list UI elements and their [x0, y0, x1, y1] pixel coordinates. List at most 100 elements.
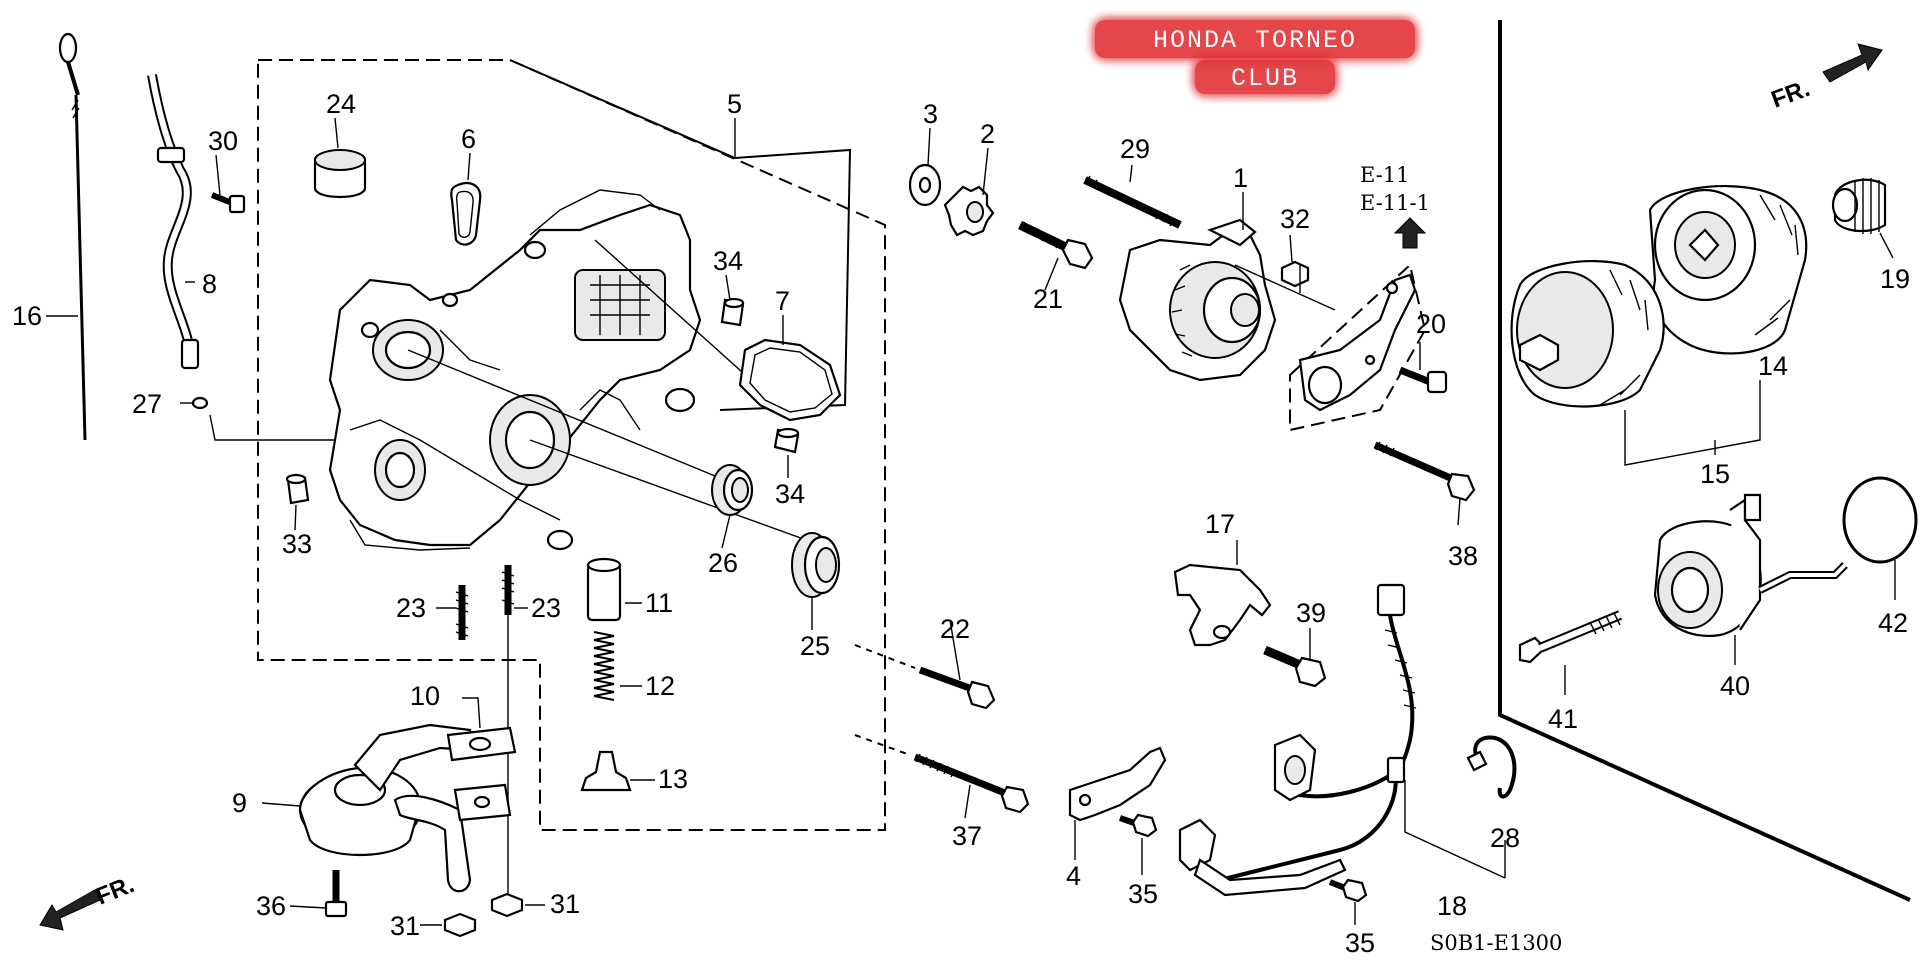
club-watermark: HONDA TORNEO CLUB — [1095, 20, 1415, 94]
watermark-line2: CLUB — [1231, 64, 1299, 93]
leader-bracket-axis — [1234, 264, 1336, 311]
callout-16: 16 — [12, 301, 42, 331]
oil-filter-14 — [1648, 184, 1808, 355]
seal-24 — [313, 149, 367, 198]
stud-23-right — [501, 565, 515, 900]
callout-33: 33 — [282, 529, 312, 559]
callout-17: 17 — [1205, 509, 1235, 539]
callout-1: 1 — [1233, 163, 1248, 193]
callout-39: 39 — [1296, 598, 1326, 628]
callout-24: 24 — [326, 89, 356, 119]
reference-e11-1: E-11-1 — [1360, 191, 1430, 215]
callout-31-right: 31 — [550, 889, 580, 919]
gasket-10 — [446, 726, 517, 762]
callout-37: 37 — [952, 821, 982, 851]
fr-label-top: FR. — [1768, 75, 1814, 114]
bolt-29 — [1083, 175, 1182, 229]
watermark-line1: HONDA TORNEO — [1153, 26, 1357, 55]
reference-e11: E-11 — [1360, 163, 1410, 187]
bolt-35-lower — [1328, 878, 1368, 903]
callout-34-upper: 34 — [713, 246, 743, 276]
leader-26-axis — [407, 349, 721, 479]
callout-42: 42 — [1878, 608, 1908, 638]
callout-35-right: 35 — [1345, 928, 1375, 958]
dowel-34-lower — [773, 427, 800, 454]
oil-pump-body-1 — [1118, 218, 1277, 382]
callout-13: 13 — [658, 764, 688, 794]
callout-18: 18 — [1437, 891, 1467, 921]
o-ring-42 — [1842, 476, 1918, 564]
bolt-35-upper — [1119, 813, 1158, 838]
callout-27: 27 — [132, 389, 162, 419]
relief-valve-piston-11 — [586, 557, 622, 622]
callout-28: 28 — [1490, 823, 1520, 853]
callout-4: 4 — [1066, 861, 1081, 891]
bolt-38 — [1373, 441, 1476, 502]
callout-2: 2 — [980, 119, 995, 149]
callout-40: 40 — [1720, 671, 1750, 701]
callout-30: 30 — [208, 126, 238, 156]
seal-26 — [711, 464, 754, 516]
dowel-33 — [285, 473, 310, 505]
callout-34-lower: 34 — [775, 479, 805, 509]
callout-19: 19 — [1880, 264, 1910, 294]
callout-31-left: 31 — [390, 911, 420, 941]
bolt-20 — [1398, 366, 1448, 394]
callout-38: 38 — [1448, 541, 1478, 571]
callout-35-left: 35 — [1128, 879, 1158, 909]
fr-label-bottom: FR. — [92, 871, 138, 911]
callout-12: 12 — [645, 671, 675, 701]
seal-25 — [791, 532, 841, 598]
callout-36: 36 — [256, 891, 286, 921]
bolt-30 — [210, 192, 246, 214]
bracket-20 — [1298, 273, 1417, 412]
callout-22: 22 — [940, 614, 970, 644]
callout-23-left: 23 — [396, 593, 426, 623]
callout-26: 26 — [708, 548, 738, 578]
dipstick-tube-part — [147, 74, 209, 410]
bolt-37 — [854, 734, 1030, 814]
callout-7: 7 — [775, 286, 790, 316]
callout-23-right: 23 — [531, 593, 561, 623]
callout-8: 8 — [202, 269, 217, 299]
sealing-bolt-13 — [580, 750, 632, 792]
fr-arrow-bottom: FR. — [39, 871, 138, 931]
leader-10 — [462, 697, 481, 729]
filter-section-divider — [1498, 20, 1911, 902]
callout-9: 9 — [232, 788, 247, 818]
oil-cooler-40 — [1653, 493, 1848, 638]
bolt-22 — [854, 644, 996, 710]
callout-25: 25 — [800, 631, 830, 661]
leader-18 — [1404, 780, 1506, 879]
clip-28 — [1466, 735, 1517, 799]
callout-3: 3 — [923, 99, 938, 129]
relief-spring-12 — [593, 631, 615, 701]
bolt-41 — [1518, 610, 1622, 664]
callout-5: 5 — [727, 89, 742, 119]
callout-41: 41 — [1548, 704, 1578, 734]
gear-2 — [943, 185, 995, 237]
callout-11: 11 — [645, 588, 673, 618]
fr-arrow-top: FR. — [1768, 43, 1883, 114]
adapter-19 — [1831, 178, 1887, 234]
callout-20: 20 — [1416, 309, 1446, 339]
callout-labels: 1 2 3 4 5 6 7 8 9 10 11 12 13 14 15 16 1… — [12, 89, 1910, 958]
sensor-harness-18 — [1178, 583, 1417, 897]
callout-6: 6 — [461, 124, 476, 154]
o-ring-6 — [450, 182, 482, 246]
bracket-4 — [1068, 746, 1167, 822]
callout-32: 32 — [1280, 204, 1310, 234]
bolt-21 — [1018, 220, 1094, 270]
oil-pump-housing — [328, 189, 702, 551]
up-arrow-icon — [1393, 217, 1427, 249]
bolt-39 — [1263, 645, 1327, 688]
dipstick-part — [58, 32, 87, 441]
callout-29: 29 — [1120, 134, 1150, 164]
callout-15: 15 — [1700, 459, 1730, 489]
nut-32 — [1280, 260, 1310, 288]
bracket-17 — [1173, 563, 1272, 647]
washer-3 — [908, 163, 942, 207]
stud-23-left — [455, 585, 469, 640]
